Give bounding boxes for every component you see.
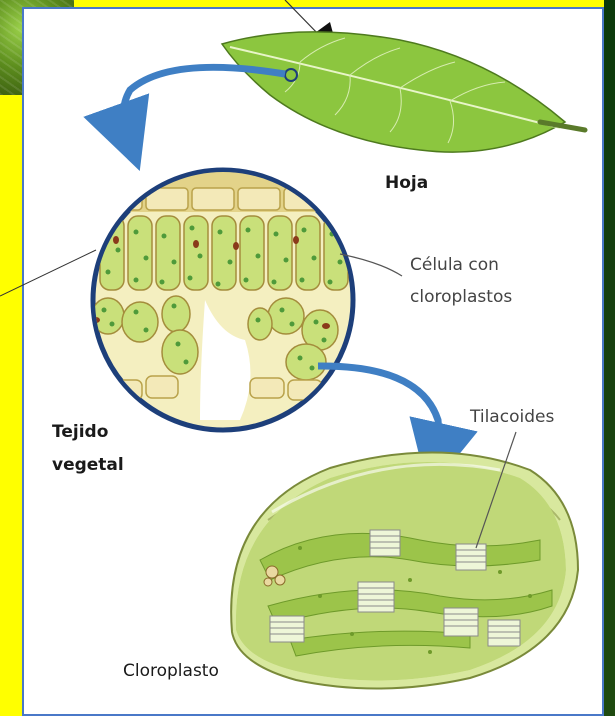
label-celula-line1: Célula con bbox=[410, 255, 499, 275]
arrow-leaf-to-tissue bbox=[83, 63, 286, 171]
leader-line-tejido bbox=[0, 249, 97, 297]
label-hoja: Hoja bbox=[385, 173, 428, 193]
label-tejido-line2: vegetal bbox=[52, 455, 124, 475]
arrow-tissue-to-chloroplast bbox=[317, 362, 478, 493]
label-tilacoides: Tilacoides bbox=[469, 407, 554, 427]
leader-line-celula bbox=[339, 253, 403, 277]
right-edge-strip bbox=[604, 0, 615, 716]
label-cloroplasto: Cloroplasto bbox=[123, 661, 219, 681]
label-celula-line2: cloroplastos bbox=[410, 287, 512, 307]
leader-line-tilacoides bbox=[475, 431, 517, 549]
tissue-circle bbox=[90, 167, 356, 433]
label-tejido-line1: Tejido bbox=[52, 422, 108, 442]
leaf-illustration bbox=[220, 31, 588, 153]
chloroplast-illustration bbox=[230, 451, 580, 690]
